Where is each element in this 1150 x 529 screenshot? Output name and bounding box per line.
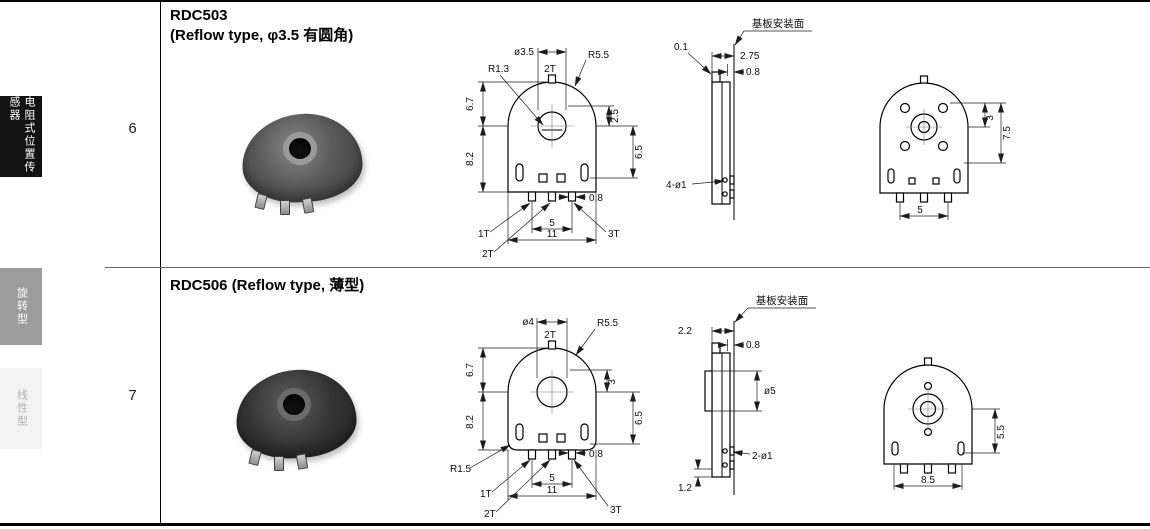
tab-label-line1: 电阻式 [23,96,35,135]
dim-body-width: 11 [547,229,558,240]
side-view-drawing-rdc503: 基板安装面 0.1 2.75 0.8 4-ø1 [666,18,812,220]
terminal-leg [248,449,262,466]
terminal-leg [254,193,268,210]
dimension-lines [469,318,640,513]
sidebar-tab-rotary-type[interactable]: 旋转型 [0,268,42,345]
dim-terminal-width: 0.8 [589,449,603,460]
dimension-lines [694,307,816,487]
product-photo-rdc503 [239,109,370,218]
dim-outer-radius: R5.5 [597,318,619,329]
center-lines [530,370,574,414]
top-border [0,0,1150,2]
item-number-6: 6 [128,120,137,137]
product-model: RDC506 (Reflow type, 薄型) [170,277,365,294]
dimension-lines [899,102,1006,220]
dim-right-lower: 6.5 [634,145,645,159]
tab-label-line2: 位置传感器 [8,96,35,174]
sidebar-tab-linear-type[interactable]: 线性型 [0,368,42,449]
tab-label: 旋转型 [15,287,28,326]
dim-right-upper: 3 [607,379,618,385]
dim-back-3: 5 [917,205,923,216]
dim-back-2: 8.5 [921,475,935,486]
label-terminal-2: 2T [484,509,496,520]
dim-height-2: 0.8 [746,67,760,78]
tab-label: 线性型 [15,389,28,428]
potentiometer-rotor-hole [283,132,317,165]
back-view-drawing-rdc503: 3 7.5 5 [879,75,1013,220]
terminal-leg [280,200,290,215]
dim-corner-radius: R1.5 [450,464,472,475]
dim-top-mark: 2T [544,64,556,75]
dim-back-2: 7.5 [1002,126,1013,140]
label-board-mount-surface: 基板安装面 [756,295,809,307]
label-terminal-1: 1T [480,489,492,500]
label-terminal-1: 1T [478,229,490,240]
tab-label: 电阻式位置传感器 [6,96,36,177]
dim-height-1: 2.75 [740,51,760,62]
front-view-drawing-rdc503: ø3.5 R1.3 2T R5.5 6.7 8.2 2.5 6.5 0.8 5 … [465,47,645,260]
body-outline [704,321,735,495]
center-lines [530,104,574,148]
dim-height-1: 2.2 [678,326,692,337]
product-subtitle: (Reflow type, φ3.5 有圆角) [170,26,354,44]
dim-back-1: 5.5 [996,425,1007,439]
dim-outer-radius: R5.5 [588,50,610,61]
product-title-rdc503: RDC503 (Reflow type, φ3.5 有圆角) [170,6,353,45]
body-outline [711,44,735,220]
front-view-drawing-rdc506: ø4 2T R5.5 6.7 8.2 3 6.5 R1.5 0.8 5 11 1… [450,317,645,520]
dim-right-lower: 6.5 [634,411,645,425]
dim-hole-diameter: ø3.5 [514,47,534,58]
dim-terminal-holes: 2-ø1 [752,451,773,462]
dim-rotor-diameter: ø5 [764,386,776,397]
dim-height-lower: 8.2 [465,415,476,429]
dim-inner-radius: R1.3 [488,64,510,75]
dim-right-upper: 2.5 [610,109,621,123]
dim-height-2: 0.8 [746,340,760,351]
label-terminal-2: 2T [482,249,494,260]
dim-terminal-holes: 4-ø1 [666,180,687,191]
back-view-drawing-rdc506: 5.5 8.5 [883,357,1007,490]
sidebar-tab-resistive-position-sensor[interactable]: 电阻式位置传感器 [0,96,42,177]
dim-height-lower: 8.2 [465,152,476,166]
dim-body-width: 11 [547,485,558,496]
dimension-lines [478,48,638,253]
dim-standoff: 1.2 [678,483,692,494]
label-board-mount-surface: 基板安装面 [752,18,805,30]
dim-terminal-pitch: 5 [549,473,555,484]
column-divider [160,2,161,523]
center-lines [906,109,942,145]
bottom-border [0,523,1150,526]
dim-top-mark: 2T [544,330,556,341]
product-model: RDC503 [170,7,228,24]
potentiometer-rotor-hole [277,388,311,421]
row-divider [105,267,1150,268]
product-title-rdc506: RDC506 (Reflow type, 薄型) [170,276,364,296]
label-terminal-3: 3T [610,505,622,516]
dim-terminal-pitch: 5 [549,218,555,229]
dim-height-upper: 6.7 [465,97,476,111]
dim-hole-diameter: ø4 [522,317,534,328]
product-photo-rdc506 [233,365,364,474]
side-view-drawing-rdc506: 基板安装面 2.2 0.8 ø5 2-ø1 1.2 [678,295,816,495]
dim-back-1: 3 [985,115,996,121]
label-terminal-3: 3T [608,229,620,240]
item-number-7: 7 [128,387,137,404]
dim-offset: 0.1 [674,42,688,53]
dimension-lines [893,408,1000,490]
dimension-lines [687,30,812,185]
dim-terminal-width: 0.8 [589,193,603,204]
center-lines [908,389,948,429]
terminal-leg [274,456,284,471]
dim-height-upper: 6.7 [465,363,476,377]
